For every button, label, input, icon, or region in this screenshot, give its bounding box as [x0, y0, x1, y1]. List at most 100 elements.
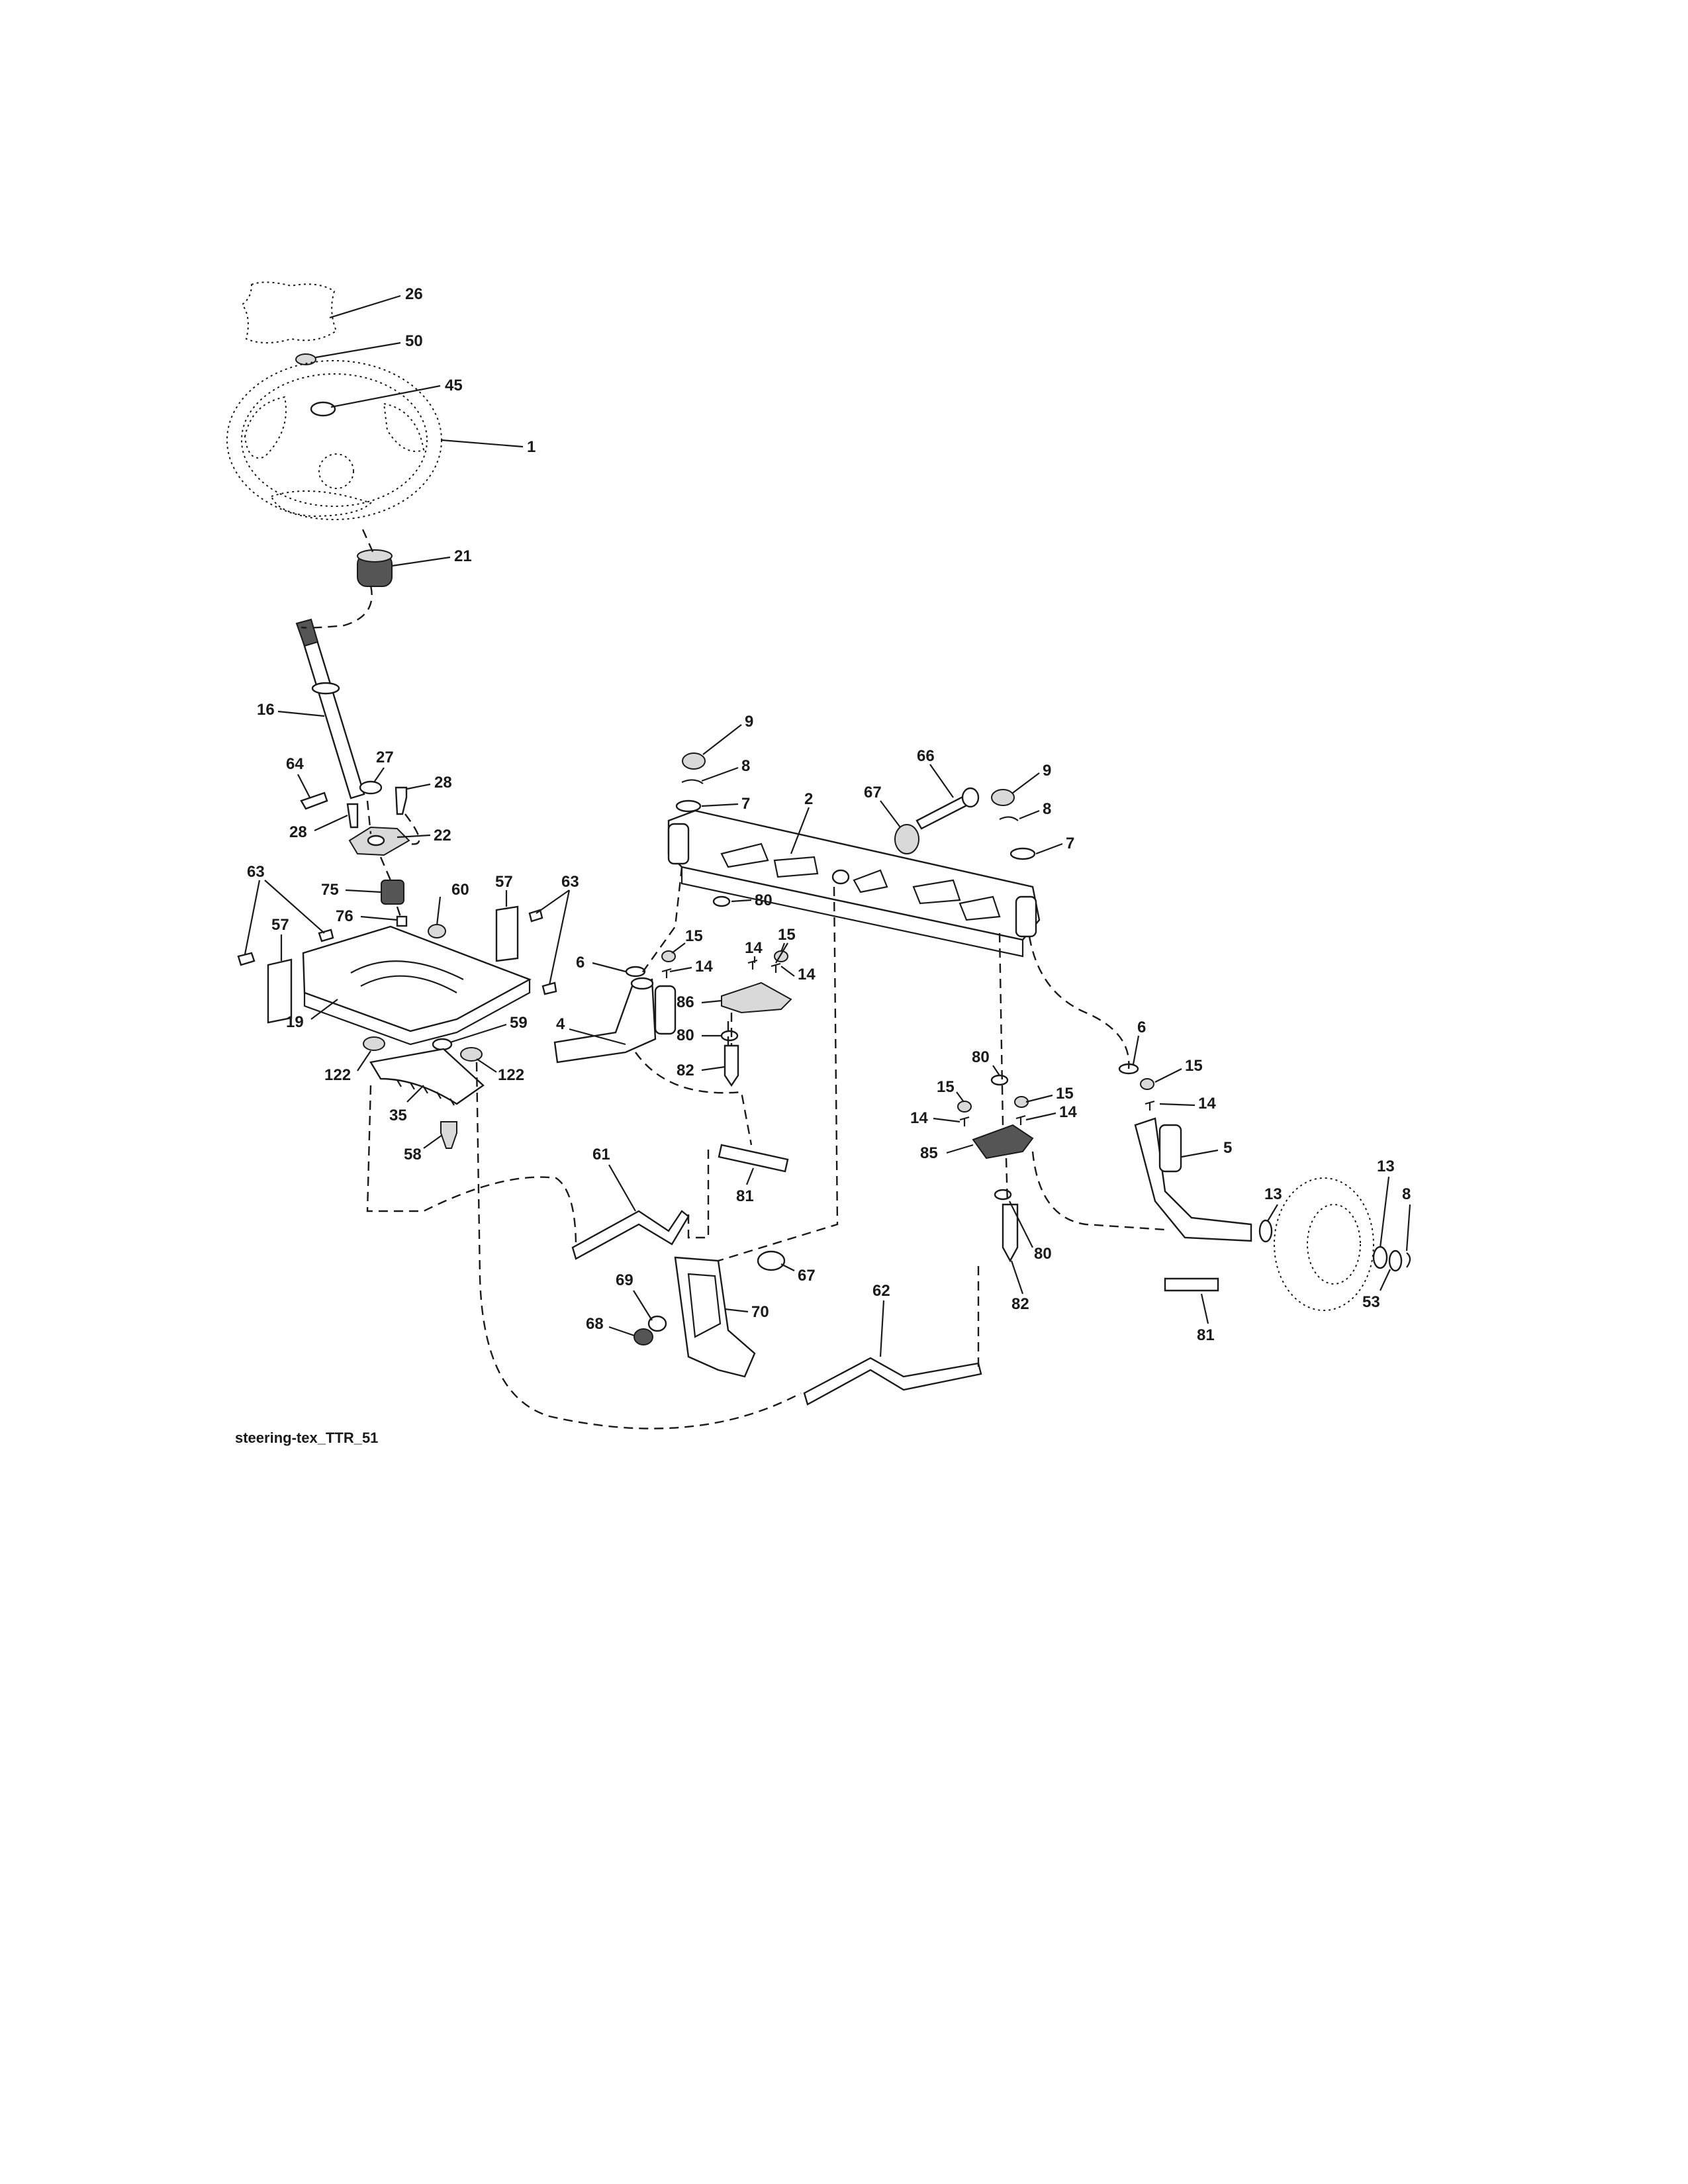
callout-122b: 122 [498, 1066, 524, 1084]
callout-59: 59 [510, 1014, 528, 1032]
leader-lines [244, 295, 1411, 1357]
part-2-axle-cutout-b [773, 856, 819, 878]
leader-15c [956, 1091, 964, 1103]
part-13-washer-outer [1372, 1246, 1388, 1269]
callout-67a: 67 [864, 784, 882, 801]
part-drawings [226, 281, 1411, 1406]
leader-50 [315, 341, 401, 359]
leader-62 [879, 1300, 885, 1357]
part-67-pivot-washer-top [894, 824, 919, 854]
leader-9b [1012, 772, 1040, 794]
part-70-plate [674, 1256, 756, 1378]
leader-81b [1200, 1293, 1209, 1324]
callout-81b: 81 [1197, 1326, 1215, 1344]
part-15-nut-b [774, 950, 788, 962]
part-63-bolt-right-b [541, 981, 557, 995]
leader-15d [1025, 1094, 1053, 1103]
leader-64 [297, 774, 310, 798]
part-2-axle-lower [680, 867, 1024, 958]
callout-53: 53 [1362, 1293, 1380, 1311]
part-66-bolt-head [961, 787, 980, 808]
callout-80b: 80 [677, 1026, 694, 1044]
part-122-bushing-left [363, 1036, 385, 1051]
assembly-center-lines [301, 529, 1166, 1430]
callout-61: 61 [592, 1146, 610, 1163]
part-60-nut [428, 924, 446, 938]
callout-14a: 14 [695, 958, 713, 976]
leader-2 [790, 807, 810, 854]
callout-22: 22 [434, 827, 451, 844]
leader-15e [1154, 1068, 1182, 1083]
leader-68 [608, 1326, 635, 1337]
leader-13a [1267, 1204, 1278, 1222]
callout-82b: 82 [1011, 1295, 1029, 1313]
part-2-axle-hole [831, 869, 850, 885]
leader-66 [929, 764, 954, 798]
leader-6b [1132, 1035, 1140, 1065]
callout-7a: 7 [741, 795, 750, 813]
part-2-axle-cutout-c [853, 869, 888, 893]
callout-15c: 15 [937, 1078, 955, 1096]
callout-16: 16 [257, 701, 275, 719]
callout-80a: 80 [755, 891, 773, 909]
part-26-cap [241, 281, 338, 343]
part-57-bracket-left [267, 958, 293, 1024]
part-19-plate-fold [303, 979, 531, 1046]
part-14-bolt-c [771, 962, 781, 973]
callout-50: 50 [405, 332, 423, 350]
callout-82a: 82 [677, 1062, 694, 1079]
leader-14a [669, 966, 692, 973]
part-63-bolt-left-b [318, 929, 334, 942]
callout-15e: 15 [1185, 1057, 1203, 1075]
callout-6b: 6 [1137, 1019, 1146, 1036]
part-28-bolt-left [346, 803, 359, 829]
callout-9b: 9 [1043, 762, 1051, 780]
callout-14e: 14 [1059, 1103, 1077, 1121]
part-5-spindle-arm [1158, 1124, 1182, 1173]
callout-19: 19 [286, 1013, 304, 1031]
leader-63b [536, 889, 571, 985]
callout-86: 86 [677, 993, 694, 1011]
leader-16 [277, 710, 325, 717]
part-80-washer-b [720, 1030, 739, 1042]
leader-5 [1181, 1149, 1219, 1158]
part-35-gear-teeth [397, 1079, 455, 1106]
leader-14d [933, 1117, 961, 1123]
callout-58: 58 [404, 1146, 422, 1163]
callout-14f: 14 [1198, 1095, 1216, 1113]
leader-28b [314, 815, 348, 831]
leader-13b [1379, 1176, 1390, 1248]
part-15-nut-c [957, 1101, 972, 1113]
leader-14e [1025, 1112, 1056, 1121]
centerline-shaft-to-plate [366, 800, 402, 917]
part-15-nut-a [661, 950, 676, 962]
callout-70: 70 [751, 1303, 769, 1321]
leader-8c [1405, 1204, 1411, 1251]
callout-85: 85 [920, 1144, 938, 1162]
leader-45 [330, 385, 441, 408]
part-16-shaft-collar [311, 682, 340, 695]
leader-15b [775, 942, 788, 964]
callout-5: 5 [1223, 1139, 1232, 1157]
callout-labels: 26 50 45 1 21 16 64 27 28 28 22 75 76 60… [247, 285, 1411, 1344]
part-front-wheel-hub [1307, 1204, 1361, 1285]
part-19-plate-slot [350, 960, 464, 993]
centerline-left-tie [687, 1145, 710, 1239]
callout-14b: 14 [745, 939, 763, 957]
leader-86 [701, 999, 722, 1004]
leader-28a [406, 783, 431, 790]
callout-28a: 28 [434, 774, 452, 792]
callout-63a: 63 [247, 863, 265, 881]
leader-85 [946, 1144, 974, 1154]
callout-35: 35 [389, 1107, 407, 1124]
callout-80c: 80 [972, 1048, 990, 1066]
centerline-left-spindle [641, 866, 683, 974]
callout-28b: 28 [289, 823, 307, 841]
callout-21: 21 [454, 547, 472, 565]
part-13-washer-inner [1258, 1219, 1273, 1243]
leader-122b [476, 1058, 497, 1073]
centerline-right-axle [998, 933, 1009, 1205]
part-7-washer-left [675, 799, 702, 813]
leader-75 [345, 889, 382, 893]
leader-82a [701, 1066, 726, 1071]
